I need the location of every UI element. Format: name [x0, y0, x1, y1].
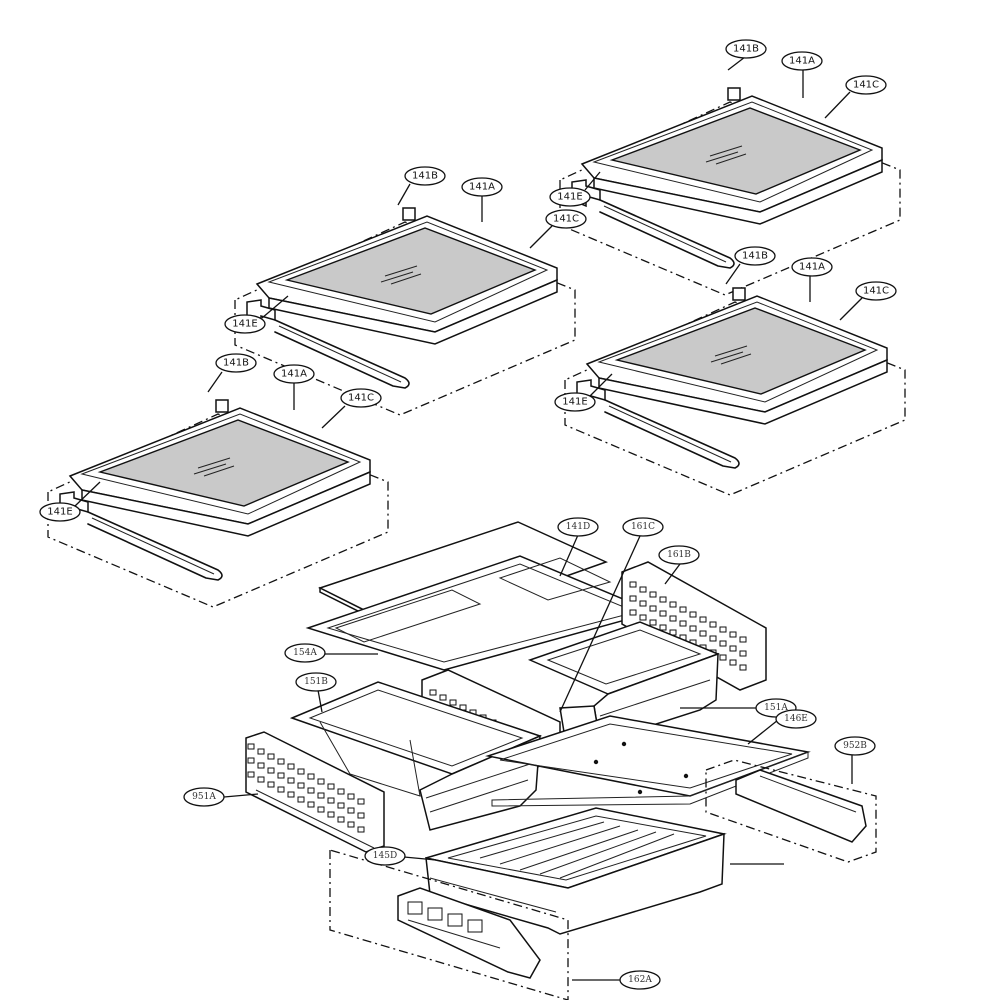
- callout-141B-s3: 141B: [742, 251, 768, 262]
- crisper-assembly: [245, 521, 877, 1000]
- pan-holder: [329, 849, 569, 1000]
- shelf-1-callouts: 141B 141A 141C 141E: [549, 39, 887, 207]
- callout-141E-s3: 141E: [562, 397, 587, 408]
- callout-141E-s4: 141E: [47, 507, 72, 518]
- callout-141B-s2: 141B: [412, 171, 438, 182]
- callout-141A-s2: 141A: [469, 182, 495, 193]
- shelf-2-callouts: 141B 141A 141C 141E: [224, 166, 587, 334]
- bottom-drawer: [425, 807, 727, 935]
- callout-141C-s4: 141C: [348, 393, 374, 404]
- callout-141E-s1: 141E: [557, 192, 582, 203]
- callout-141B-s4: 141B: [223, 358, 249, 369]
- callout-161C: 161C: [631, 522, 655, 532]
- callout-154A: 154A: [293, 648, 317, 658]
- shelf-assembly-2: [234, 207, 576, 416]
- callout-141C-s3: 141C: [863, 286, 889, 297]
- callout-141D: 141D: [566, 522, 590, 532]
- side-rail-left: [245, 731, 385, 853]
- callout-141A-s3: 141A: [799, 262, 825, 273]
- callout-161B: 161B: [667, 550, 691, 560]
- callout-141C-s2: 141C: [553, 214, 579, 225]
- callout-141E-s2: 141E: [232, 319, 257, 330]
- callout-162A: 162A: [628, 975, 652, 985]
- callout-151B: 151B: [304, 677, 328, 687]
- callout-952B: 952B: [843, 741, 867, 751]
- crisper-callouts: 141D 161C 161B 154A 151B 151A 146E 952B …: [183, 517, 876, 990]
- callout-141A-s1: 141A: [789, 56, 815, 67]
- shelf-4-callouts: 141B 141A 141C 141E: [39, 353, 382, 522]
- callout-146E: 146E: [784, 714, 808, 724]
- rear-grille-right: [621, 561, 767, 691]
- callout-141B-s1: 141B: [733, 44, 759, 55]
- shelf-assembly-3: [564, 287, 906, 496]
- callout-145D: 145D: [373, 851, 397, 861]
- shelf-3-callouts: 141B 141A 141C 141E: [554, 246, 897, 412]
- crisper-base-tray: [485, 715, 811, 807]
- callout-141A-s4: 141A: [281, 369, 307, 380]
- shelf-assembly-4: [47, 399, 389, 608]
- shelf-assembly-1: [559, 87, 901, 296]
- callout-951A: 951A: [192, 792, 216, 802]
- callout-141C-s1: 141C: [853, 80, 879, 91]
- callout-151A: 151A: [764, 703, 788, 713]
- side-rail-right: [705, 759, 877, 863]
